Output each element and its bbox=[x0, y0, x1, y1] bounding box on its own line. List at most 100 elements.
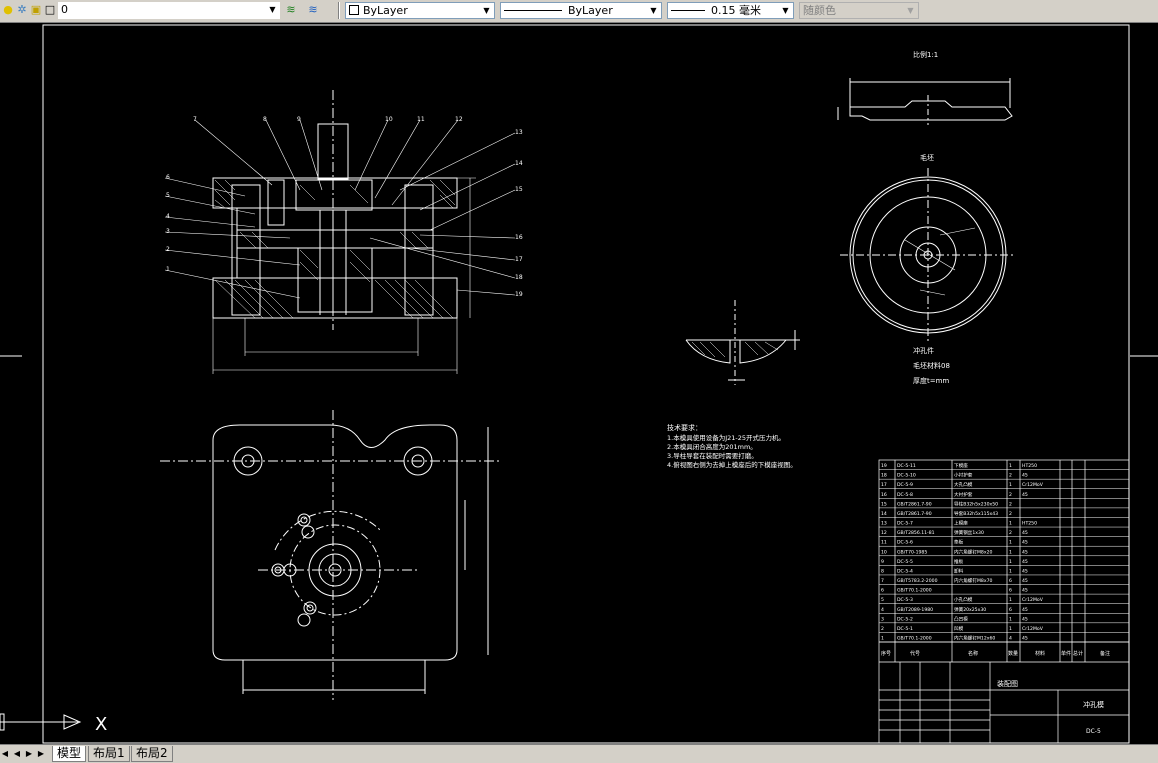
color-value: ByLayer bbox=[363, 4, 408, 17]
tab-layout2[interactable]: 布局2 bbox=[131, 746, 173, 762]
bom-cell: 17 bbox=[881, 482, 887, 488]
chevron-down-icon: ▼ bbox=[650, 6, 657, 15]
tab-model[interactable]: 模型 bbox=[52, 746, 87, 762]
bom-cell: HT250 bbox=[1022, 521, 1037, 527]
bom-header-cell: 备注 bbox=[1100, 650, 1110, 657]
bom-cell: 1 bbox=[881, 636, 884, 642]
bom-cell: 内六角螺钉M12x60 bbox=[954, 635, 995, 642]
bulb-icon[interactable]: ● bbox=[3, 3, 13, 16]
part-thickness: 厚度t=mm bbox=[913, 376, 949, 385]
callout: 17 bbox=[515, 256, 523, 263]
part-name: 冲孔件 bbox=[913, 346, 934, 355]
freeze-icon[interactable]: ✲ bbox=[17, 3, 27, 16]
make-current-layer-icon[interactable]: ≋ bbox=[286, 3, 296, 16]
layer-value: 0 bbox=[61, 3, 68, 16]
bom-cell: 卸料 bbox=[954, 567, 964, 574]
bom-cell: 1 bbox=[1009, 626, 1012, 632]
layer-color-icon[interactable]: □ bbox=[44, 3, 56, 16]
ucs-x-label: X bbox=[95, 714, 107, 735]
bom-cell: 45 bbox=[1022, 492, 1028, 498]
layer-previous-icon[interactable]: ≋ bbox=[308, 3, 318, 16]
bom-cell: GB/T5783.2-2000 bbox=[897, 578, 938, 584]
drawing-canvas[interactable]: 比例1:1 毛坯 冲孔件 毛坯材料08 厚度t=mm 技术要求： 1.本模具使用… bbox=[0, 22, 1158, 744]
bom-cell: Cr12MoV bbox=[1022, 597, 1044, 603]
first-tab-icon[interactable]: ◀ bbox=[1, 749, 9, 758]
lock-icon[interactable]: ▣ bbox=[30, 3, 42, 16]
next-tab-icon[interactable]: ▶ bbox=[25, 749, 33, 758]
title-code: DC-5 bbox=[1086, 728, 1101, 735]
callout: 5 bbox=[166, 192, 170, 199]
bom-cell: 2 bbox=[1009, 511, 1012, 517]
bom-cell: 13 bbox=[881, 521, 887, 527]
bom-cell: DC-5-8 bbox=[897, 492, 913, 498]
prev-tab-icon[interactable]: ◀ bbox=[13, 749, 21, 758]
callout: 6 bbox=[166, 174, 170, 181]
bom-cell: 45 bbox=[1022, 549, 1028, 555]
bom-cell: 2 bbox=[1009, 501, 1012, 507]
tech-line: 3.导柱导套在装配时需要打磨。 bbox=[667, 451, 758, 460]
bom-cell: 45 bbox=[1022, 568, 1028, 574]
bom-header-cell: 代号 bbox=[910, 650, 920, 657]
bom-cell: 1 bbox=[1009, 597, 1012, 603]
bom-cell: 垫板 bbox=[954, 539, 964, 546]
color-dropdown[interactable]: ByLayer ▼ bbox=[345, 2, 495, 19]
bom-cell: GB/T2861.7-90 bbox=[897, 501, 932, 507]
callout: 2 bbox=[166, 246, 170, 253]
detail-section bbox=[685, 300, 800, 385]
bom-cell: GB/T70.1-2000 bbox=[897, 588, 932, 594]
bom-cell: DC-5-6 bbox=[897, 540, 913, 546]
bom-cell: 2 bbox=[1009, 473, 1012, 479]
chevron-down-icon: ▼ bbox=[269, 5, 276, 14]
title-part: 冲孔模 bbox=[1083, 700, 1104, 709]
bom-cell: 上模座 bbox=[954, 520, 968, 527]
callout: 10 bbox=[385, 116, 393, 123]
bom-cell: 11 bbox=[881, 540, 887, 546]
bom-cell: HT250 bbox=[1022, 463, 1037, 469]
linetype-dropdown[interactable]: ByLayer ▼ bbox=[500, 2, 662, 19]
bom-cell: 6 bbox=[1009, 578, 1012, 584]
blank-side-view bbox=[837, 78, 1013, 125]
bom-cell: 1 bbox=[1009, 616, 1012, 622]
bom-table bbox=[878, 459, 1130, 744]
bom-row-lines bbox=[879, 469, 1129, 643]
callout: 15 bbox=[515, 186, 523, 193]
chevron-down-icon: ▼ bbox=[907, 6, 914, 15]
bom-cell: 推板 bbox=[954, 558, 964, 565]
last-tab-icon[interactable]: ▶ bbox=[37, 749, 45, 758]
plotstyle-value: 随颜色 bbox=[803, 4, 836, 17]
bom-cell: 内六角螺钉M8x20 bbox=[954, 548, 992, 555]
bom-cell: 弹簧钢丝1x30 bbox=[954, 529, 984, 536]
lineweight-dropdown[interactable]: 0.15 毫米 ▼ bbox=[667, 2, 794, 19]
bom-cell: 1 bbox=[1009, 521, 1012, 527]
chevron-down-icon: ▼ bbox=[782, 6, 789, 15]
bom-cell: DC-5-2 bbox=[897, 616, 913, 622]
callout: 8 bbox=[263, 116, 267, 123]
scale-label: 比例1:1 bbox=[913, 50, 938, 59]
bom-cell: DC-5-3 bbox=[897, 597, 913, 603]
properties-toolbar: ● ✲ ▣ □ 0 ▼ ≋ ≋ ByLayer ▼ ByLayer ▼ 0.15… bbox=[0, 0, 1158, 23]
bom-cell: 3 bbox=[881, 616, 884, 622]
bom-cell: 1 bbox=[1009, 568, 1012, 574]
bom-header-group: 序号代号名称数量材料单件总计备注 bbox=[881, 650, 1110, 657]
bom-cell: DC-5-4 bbox=[897, 568, 913, 574]
bom-header-cell: 序号 bbox=[881, 650, 891, 657]
bom-cell: 15 bbox=[881, 501, 887, 507]
bom-cell: 45 bbox=[1022, 473, 1028, 479]
bom-header-cell: 总计 bbox=[1073, 650, 1083, 657]
layer-dropdown[interactable]: 0 ▼ bbox=[58, 2, 280, 19]
callout: 12 bbox=[455, 116, 463, 123]
layout-tab-bar: ◀ ◀ ▶ ▶ 模型 布局1 布局2 bbox=[0, 744, 1158, 763]
tech-line: 1.本模具使用设备为J21-25开式压力机。 bbox=[667, 433, 785, 442]
tab-layout1[interactable]: 布局1 bbox=[88, 746, 130, 762]
bom-cell: DC-5-5 bbox=[897, 559, 913, 565]
bom-cell: 1 bbox=[1009, 549, 1012, 555]
bom-cell: 下模座 bbox=[954, 462, 968, 469]
bom-cell: 45 bbox=[1022, 616, 1028, 622]
bom-cell: GB/T2861.7-90 bbox=[897, 511, 932, 517]
bom-cell: 18 bbox=[881, 473, 887, 479]
bom-cell: 1 bbox=[1009, 463, 1012, 469]
bom-cell: 16 bbox=[881, 492, 887, 498]
lineweight-preview-icon bbox=[671, 10, 705, 11]
blank-label: 毛坯 bbox=[920, 153, 934, 162]
